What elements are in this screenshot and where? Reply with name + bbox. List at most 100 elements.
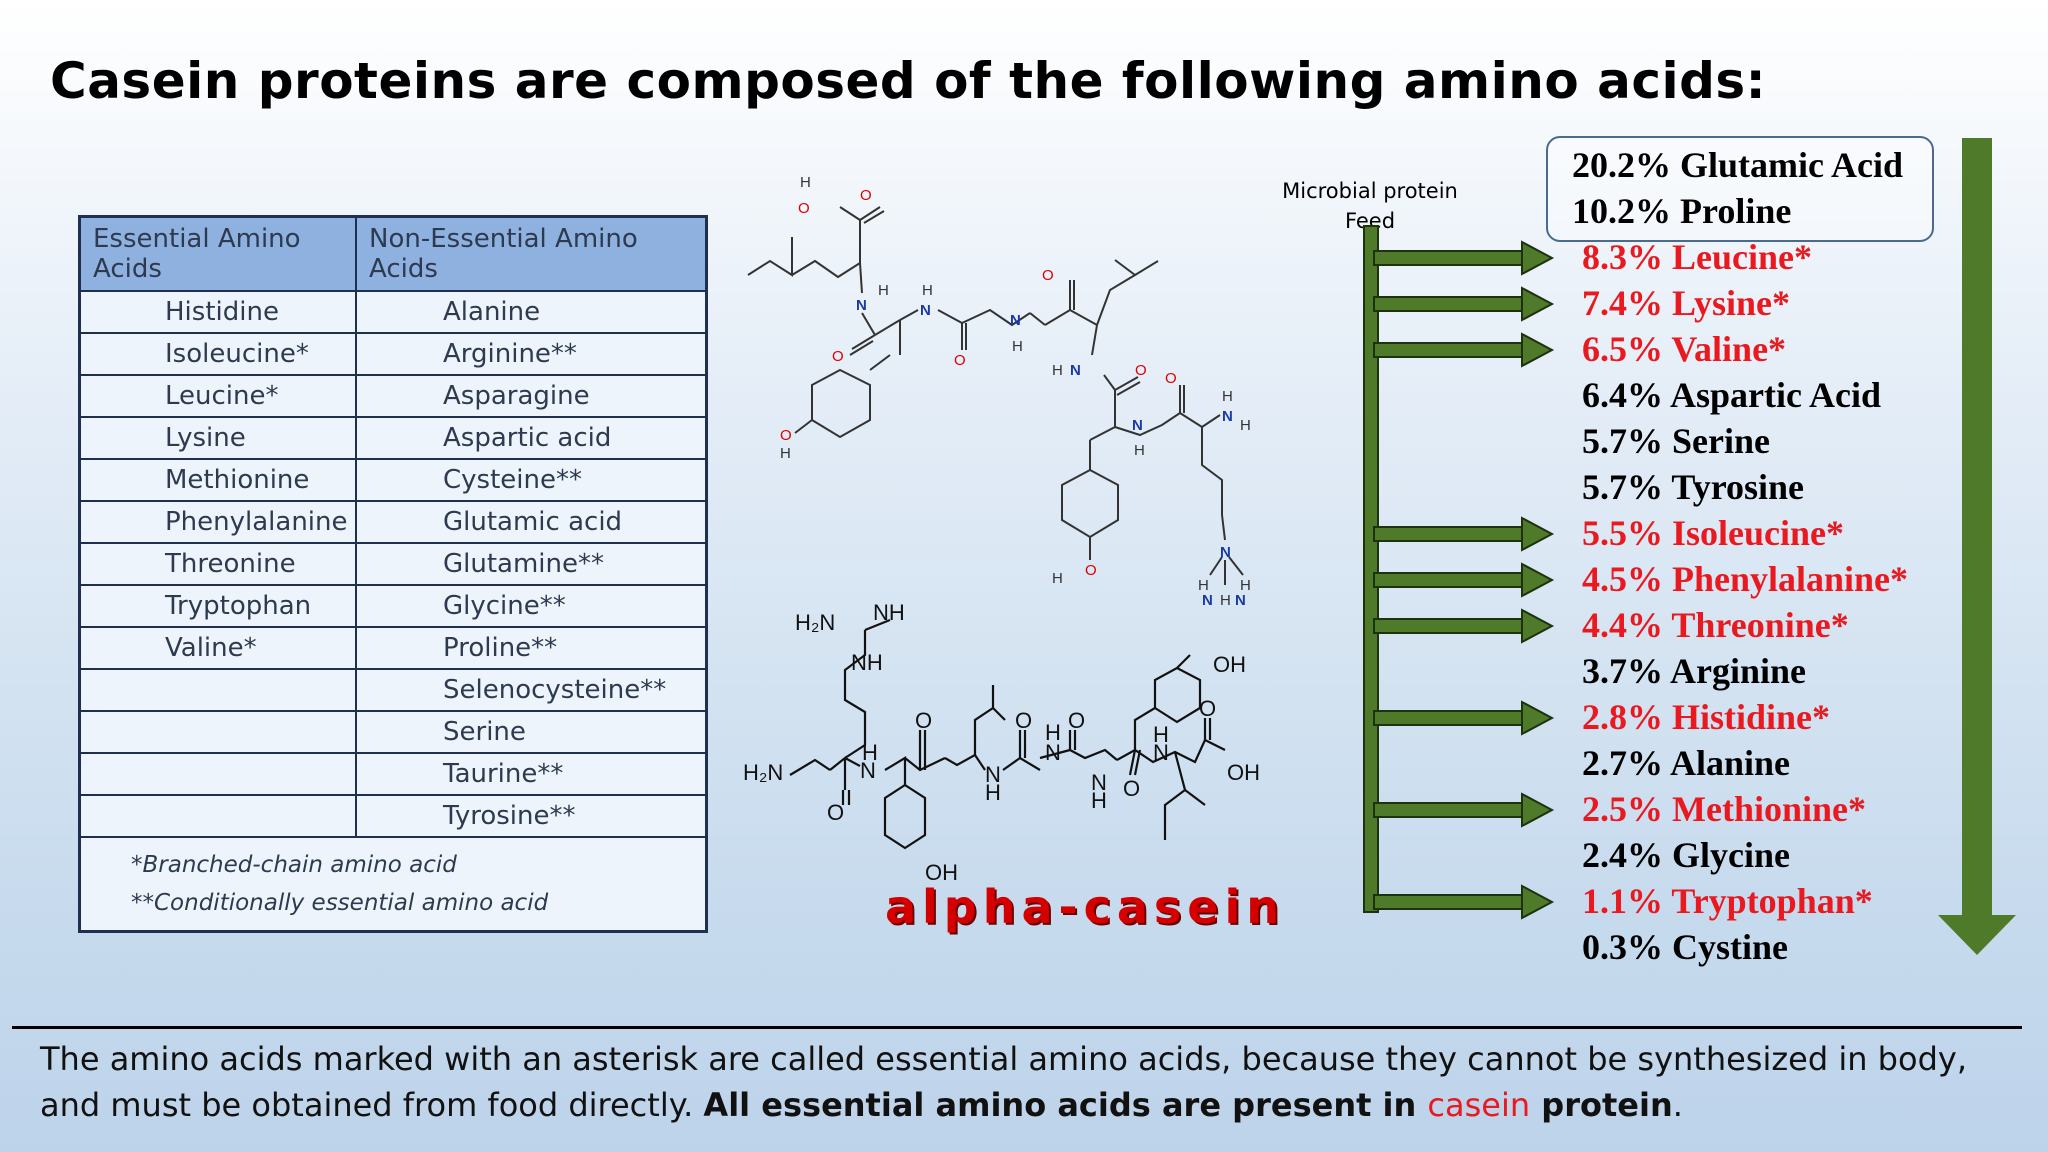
footer-text: The amino acids marked with an asterisk …: [40, 1036, 2000, 1128]
svg-text:H: H: [1052, 362, 1063, 379]
amino-acid-percentage: 6.5% Valine*: [1582, 329, 1787, 369]
header-non-essential: Non-Essential Amino Acids: [355, 215, 708, 292]
table-row: Selenocysteine**: [78, 668, 708, 712]
svg-text:H₂N: H₂N: [743, 760, 783, 785]
feed-trunk: [1363, 225, 1379, 913]
svg-text:N: N: [860, 758, 876, 783]
svg-text:H: H: [862, 740, 878, 765]
feed-arrow-shaft: [1373, 710, 1525, 726]
svg-text:N: N: [1153, 740, 1169, 765]
svg-text:O: O: [1199, 696, 1216, 721]
svg-text:H: H: [1012, 338, 1023, 355]
footer-part1: The amino acids marked with an asterisk …: [40, 1040, 1967, 1124]
svg-text:H₂N: H₂N: [795, 610, 835, 635]
svg-text:H: H: [1198, 577, 1209, 594]
feed-label-line1: Microbial protein: [1282, 179, 1458, 203]
essential-cell: Threonine: [78, 542, 357, 586]
top-amino-acids-box: [1546, 136, 1934, 242]
essential-cell: Leucine*: [78, 374, 357, 418]
footer-end: .: [1672, 1086, 1683, 1124]
svg-text:N: N: [1132, 417, 1143, 434]
footer-bold2: protein: [1530, 1086, 1673, 1124]
feed-arrow-head: [1521, 516, 1555, 552]
amino-acid-percentage: 10.2% Proline: [1572, 191, 1792, 231]
non-essential-cell: Glutamic acid: [355, 500, 708, 544]
svg-text:H: H: [1240, 417, 1251, 434]
feed-arrow-head: [1521, 286, 1555, 322]
svg-text:O: O: [1135, 362, 1147, 379]
feed-arrow-shaft: [1373, 572, 1525, 588]
note-conditionally-essential: **Conditionally essential amino acid: [131, 890, 549, 916]
svg-text:O: O: [915, 708, 932, 733]
table-row: Serine: [78, 710, 708, 754]
essential-cell: [78, 668, 357, 712]
feed-arrow-head: [1521, 240, 1555, 276]
svg-text:N: N: [985, 762, 1001, 787]
svg-text:O: O: [1042, 267, 1054, 284]
amino-acid-percentage: 6.4% Aspartic Acid: [1582, 375, 1882, 415]
svg-text:H: H: [1153, 722, 1169, 747]
amino-acid-percentage: 1.1% Tryptophan*: [1582, 881, 1873, 921]
svg-text:N: N: [1202, 592, 1213, 609]
svg-text:H: H: [922, 282, 933, 299]
svg-text:H: H: [1220, 592, 1231, 609]
feed-arrow-head: [1521, 562, 1555, 598]
feed-arrow-shaft: [1373, 894, 1525, 910]
non-essential-cell: Selenocysteine**: [355, 668, 708, 712]
non-essential-cell: Taurine**: [355, 752, 708, 796]
essential-cell: Tryptophan: [78, 584, 357, 628]
feed-arrow-head: [1521, 884, 1555, 920]
svg-text:N: N: [1010, 312, 1021, 329]
header-essential: Essential Amino Acids: [78, 215, 357, 292]
svg-text:N: N: [1045, 740, 1061, 765]
descending-order-arrow-shaft: [1962, 138, 1992, 918]
feed-arrow-shaft: [1373, 296, 1525, 312]
table-notes: *Branched-chain amino acid **Conditional…: [78, 836, 708, 933]
svg-text:H: H: [985, 780, 1001, 805]
non-essential-cell: Serine: [355, 710, 708, 754]
essential-cell: Methionine: [78, 458, 357, 502]
svg-text:OH: OH: [1213, 652, 1246, 677]
svg-text:H: H: [1222, 388, 1233, 405]
essential-cell: Valine*: [78, 626, 357, 670]
essential-cell: [78, 710, 357, 754]
peptide-structure-lower: H₂N NH NH H₂N O H N O OH N H O N H O N H…: [743, 600, 1260, 885]
svg-text:N: N: [856, 297, 867, 314]
amino-acid-percentage: 4.4% Threonine*: [1582, 605, 1849, 645]
svg-text:N: N: [1070, 362, 1081, 379]
svg-text:NH: NH: [851, 650, 883, 675]
svg-text:H: H: [1052, 570, 1063, 587]
alpha-casein-label: alpha-casein: [885, 880, 1286, 934]
svg-text:OH: OH: [925, 860, 958, 885]
svg-text:H: H: [1240, 577, 1251, 594]
table-notes-row: *Branched-chain amino acid **Conditional…: [78, 836, 708, 933]
non-essential-cell: Tyrosine**: [355, 794, 708, 838]
svg-text:H: H: [1134, 442, 1145, 459]
amino-acid-percentage: 2.4% Glycine: [1582, 835, 1790, 875]
feed-arrow-shaft: [1373, 526, 1525, 542]
feed-arrow-shaft: [1373, 250, 1525, 266]
svg-text:O: O: [780, 427, 792, 444]
svg-text:N: N: [1235, 592, 1246, 609]
amino-acid-percentage: 2.7% Alanine: [1582, 743, 1791, 783]
amino-acid-percentage: 2.8% Histidine*: [1582, 697, 1831, 737]
divider: [12, 1026, 2022, 1029]
svg-text:N: N: [1091, 770, 1107, 795]
non-essential-cell: Glutamine**: [355, 542, 708, 586]
svg-text:O: O: [832, 348, 844, 365]
amino-acid-percentage: 5.7% Serine: [1582, 421, 1770, 461]
table-row: Leucine*Asparagine: [78, 374, 708, 418]
non-essential-cell: Asparagine: [355, 374, 708, 418]
svg-text:O: O: [798, 200, 810, 217]
non-essential-cell: Proline**: [355, 626, 708, 670]
amino-acid-percentage: 5.7% Tyrosine: [1582, 467, 1805, 507]
amino-acid-percentage: 8.3% Leucine*: [1582, 237, 1812, 277]
table-row: Isoleucine*Arginine**: [78, 332, 708, 376]
svg-text:H: H: [1091, 788, 1107, 813]
table-row: Tyrosine**: [78, 794, 708, 838]
feed-arrow-shaft: [1373, 342, 1525, 358]
non-essential-cell: Arginine**: [355, 332, 708, 376]
